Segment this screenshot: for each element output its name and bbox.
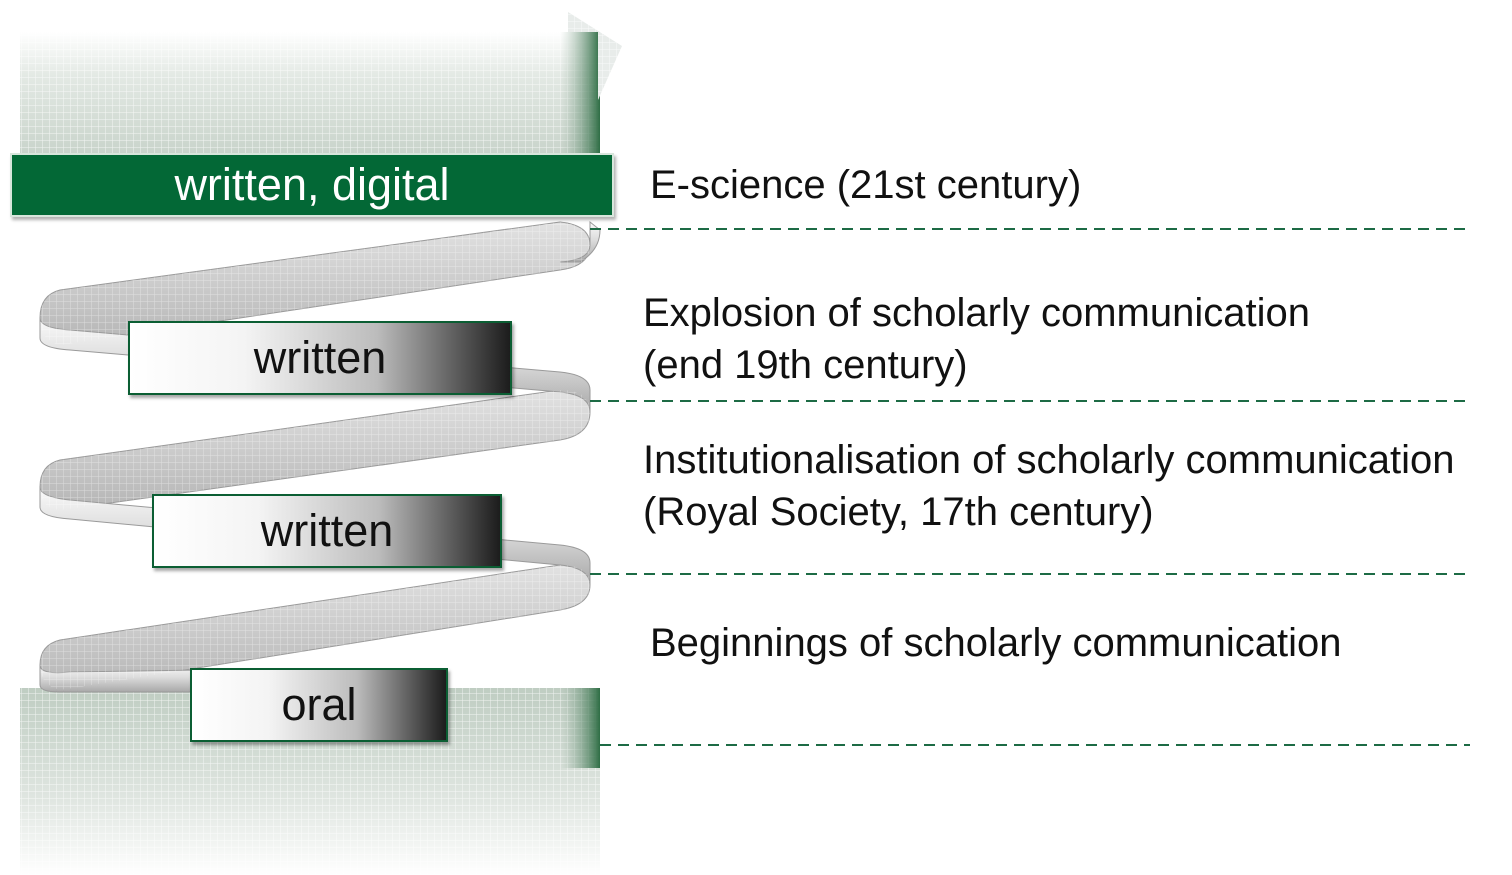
era-label-institutionalisation-line2: (Royal Society, 17th century) [643, 490, 1154, 534]
era-label-e-science: E-science (21st century) [650, 163, 1082, 207]
stage-box-written-upper: written [128, 321, 512, 395]
era-label-explosion-line2: (end 19th century) [643, 343, 968, 387]
era-label-institutionalisation-line1: Institutionalisation of scholarly commun… [643, 438, 1455, 482]
stage-label-written-upper: written [253, 332, 387, 383]
stage-box-written-digital: written, digital [10, 153, 614, 217]
stage-box-written-lower: written [152, 494, 502, 568]
stage-box-oral: oral [190, 668, 448, 742]
era-label-explosion-line1: Explosion of scholarly communication [643, 291, 1310, 335]
stage-label-oral: oral [281, 679, 357, 730]
stage-label-written-digital: written, digital [174, 159, 450, 210]
stage-label-written-lower: written [260, 505, 394, 556]
era-label-beginnings: Beginnings of scholarly communication [650, 621, 1342, 665]
